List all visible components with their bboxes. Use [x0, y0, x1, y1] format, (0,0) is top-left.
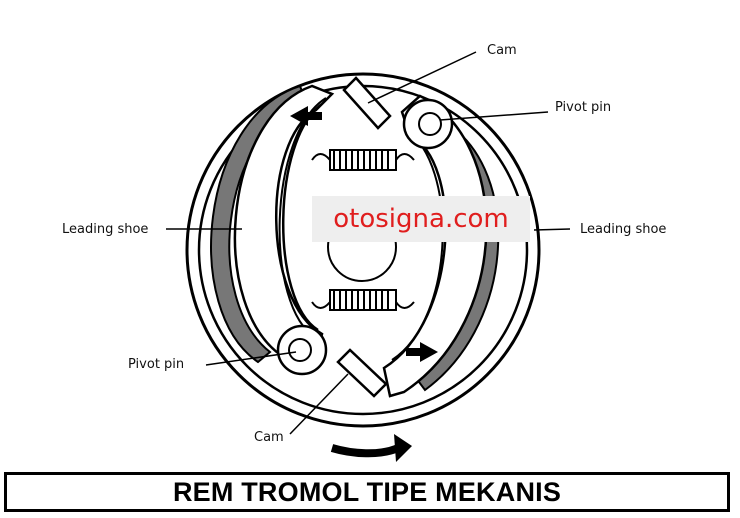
cam-bottom: [336, 348, 388, 398]
right-shoe-inner-edge: [391, 129, 444, 361]
return-spring-top: [311, 149, 415, 171]
pivot-pin-top-core: [418, 112, 442, 136]
return-spring-bottom: [311, 289, 415, 311]
label-leading-shoe-right: Leading shoe: [580, 222, 666, 237]
arrow-left-shoe-icon: [290, 106, 322, 126]
pivot-pin-bottom-core: [288, 338, 312, 362]
watermark-text: otosigna.com: [333, 204, 509, 234]
label-pivot-pin-top: Pivot pin: [555, 100, 611, 115]
caption-box: REM TROMOL TIPE MEKANIS: [4, 472, 730, 512]
leader-lines: [166, 51, 571, 435]
brake-drum-diagram: Cam Pivot pin Leading shoe Leading shoe …: [62, 43, 666, 462]
label-pivot-pin-bottom: Pivot pin: [128, 357, 184, 372]
cam-top: [342, 76, 392, 130]
rotation-arrow-icon: [330, 444, 400, 458]
caption-title: REM TROMOL TIPE MEKANIS: [172, 476, 562, 507]
label-cam-bottom: Cam: [254, 430, 284, 445]
right-leading-shoe: [382, 94, 488, 398]
rotation-arrowhead-icon: [394, 434, 412, 462]
watermark: otosigna.com: [312, 196, 530, 242]
drum-outer-ring: [185, 72, 541, 428]
label-cam-top: Cam: [487, 43, 517, 58]
label-leading-shoe-left: Leading shoe: [62, 222, 148, 237]
arrow-right-shoe-icon: [406, 342, 438, 362]
